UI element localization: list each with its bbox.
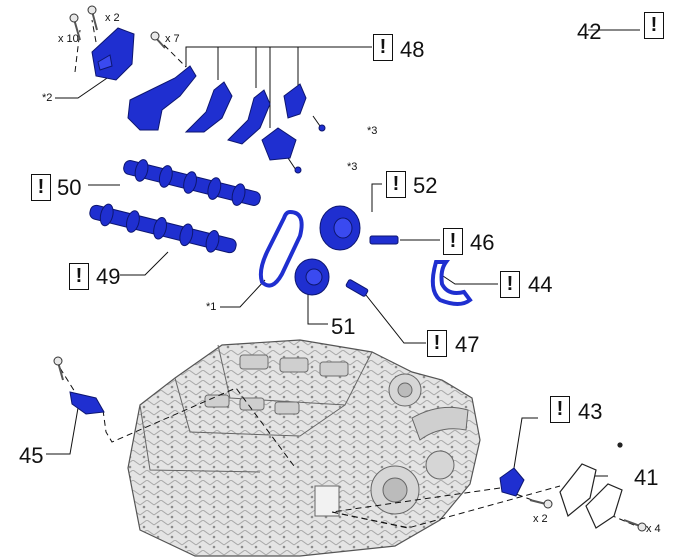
caution-box-icon: ! — [69, 263, 89, 290]
bolt-45 — [53, 356, 64, 381]
quantity-x4: x 4 — [646, 523, 661, 535]
caution-box-icon: ! — [427, 330, 447, 357]
gasket-44 — [430, 260, 473, 306]
camshaft-timing-gear-51 — [294, 258, 330, 296]
callout-48: 48 — [400, 37, 425, 62]
quantity-x2: x 2 — [105, 12, 120, 24]
note-star-2: *2 — [42, 92, 53, 104]
sensor-45 — [69, 391, 105, 415]
callout-41: 41 — [634, 465, 659, 490]
callout-47: 47 — [455, 332, 480, 357]
quantity-x7: x 7 — [165, 33, 180, 45]
caution-box-icon: ! — [373, 34, 393, 61]
caution-box-icon: ! — [31, 174, 51, 201]
callout-45: 45 — [19, 443, 44, 468]
callout-44: 44 — [528, 272, 553, 297]
camshaft-49 — [89, 203, 237, 254]
engine-block — [127, 339, 481, 557]
callout-50: 50 — [57, 175, 82, 200]
timing-chain-cover-part-2 — [91, 27, 135, 81]
callout-43: 43 — [578, 399, 603, 424]
callout-42: 42 — [577, 19, 602, 44]
gear-bolts-46-47 — [345, 235, 399, 297]
quantity-x10: x 10 — [58, 33, 79, 45]
gasket-41 — [559, 442, 623, 529]
callout-49: 49 — [96, 264, 121, 289]
note-star-3: *3 — [347, 161, 358, 173]
bolts-top-left — [69, 5, 166, 49]
small-plugs-part-3 — [294, 124, 326, 174]
caution-box-icon: ! — [644, 12, 664, 39]
callout-46: 46 — [470, 230, 495, 255]
note-star-1: *1 — [206, 301, 217, 313]
caution-box-icon: ! — [386, 171, 406, 198]
callout-51: 51 — [331, 314, 356, 339]
sensor-43 — [499, 467, 525, 497]
note-star-3: *3 — [367, 125, 378, 137]
caution-box-icon: ! — [443, 228, 463, 255]
bolts-bottom-right — [529, 499, 647, 532]
camshaft-50 — [123, 159, 261, 206]
caution-box-icon: ! — [550, 396, 570, 423]
camshaft-timing-gear-52 — [319, 205, 361, 251]
camshaft-bearing-caps — [127, 65, 307, 161]
quantity-x2: x 2 — [533, 513, 548, 525]
caution-box-icon: ! — [500, 271, 520, 298]
timing-chain-part-1 — [258, 209, 304, 288]
callout-52: 52 — [413, 173, 438, 198]
